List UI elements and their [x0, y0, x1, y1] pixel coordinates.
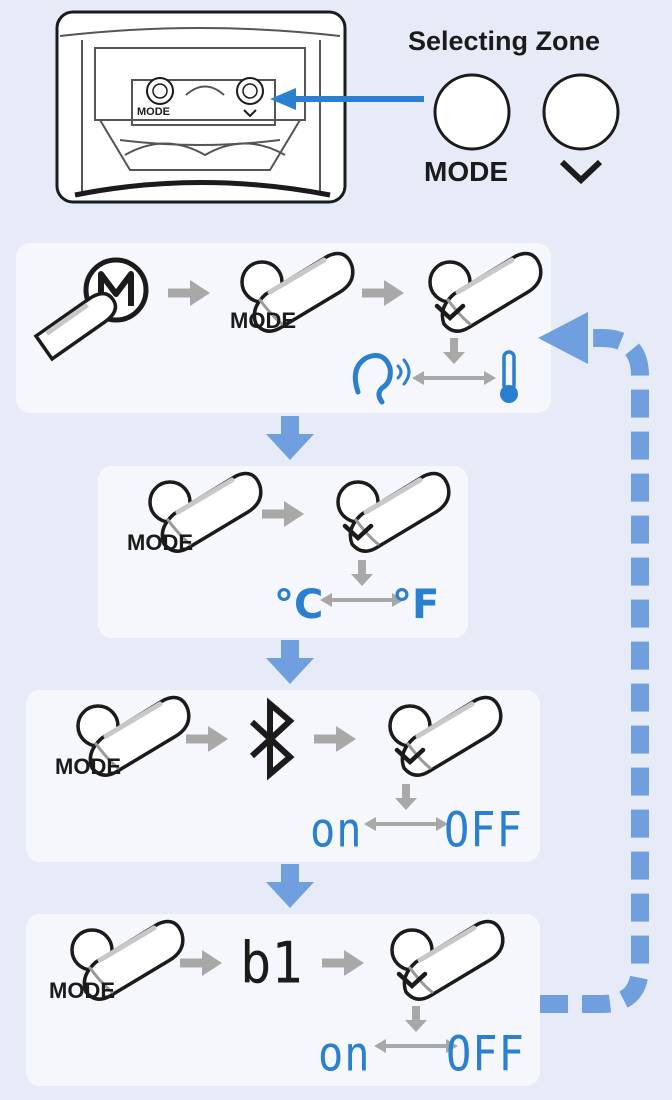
- down-button-icon: [542, 73, 620, 151]
- toggle-arrows: [410, 336, 498, 387]
- flow-arrow: [314, 726, 356, 752]
- step-2-mode-label: MODE: [127, 530, 193, 555]
- return-loop-arrow: [540, 329, 649, 1013]
- flow-arrow: [180, 950, 222, 976]
- ear-icon: [352, 353, 411, 405]
- step-4-mode-label: MODE: [49, 978, 115, 1003]
- bluetooth-icon: [249, 697, 295, 781]
- step-3-mode-label: MODE: [55, 754, 121, 779]
- pointer-arrow: [270, 88, 424, 110]
- finger-press-down-icon: [392, 922, 503, 1000]
- chevron-down-icon: [559, 159, 603, 185]
- step-1-mode-label: MODE: [230, 308, 296, 333]
- next-step-arrow: [266, 640, 314, 684]
- device-mode-label: MODE: [137, 106, 170, 118]
- flow-arrow: [322, 950, 364, 976]
- unit-fahrenheit: °F: [392, 582, 440, 628]
- finger-press-down-icon: [430, 254, 541, 332]
- mode-m-icon: [33, 257, 149, 362]
- device-illustration: [55, 10, 347, 204]
- next-step-arrow: [266, 864, 314, 908]
- bluetooth-on-value: on: [310, 801, 363, 858]
- flow-arrow: [168, 280, 210, 306]
- return-arrowhead: [538, 312, 588, 364]
- bluetooth-off-value: OFF: [444, 801, 523, 858]
- toggle-arrows: [362, 782, 450, 833]
- selecting-zone-mode-label: MODE: [424, 156, 508, 187]
- flow-arrow: [262, 501, 304, 527]
- finger-press-down-icon: [390, 698, 501, 776]
- selecting-zone-title: Selecting Zone: [408, 26, 601, 56]
- finger-press-down-icon: [338, 474, 449, 552]
- b1-off-value: OFF: [446, 1025, 525, 1082]
- unit-celsius: °C: [274, 582, 324, 628]
- flow-arrow: [362, 280, 404, 306]
- mode-button-icon: [433, 73, 511, 151]
- thermometer-icon: [500, 350, 518, 403]
- next-step-arrow: [266, 416, 314, 460]
- b1-on-value: on: [318, 1025, 371, 1082]
- flow-arrow: [186, 726, 228, 752]
- b1-display: b1: [240, 930, 303, 997]
